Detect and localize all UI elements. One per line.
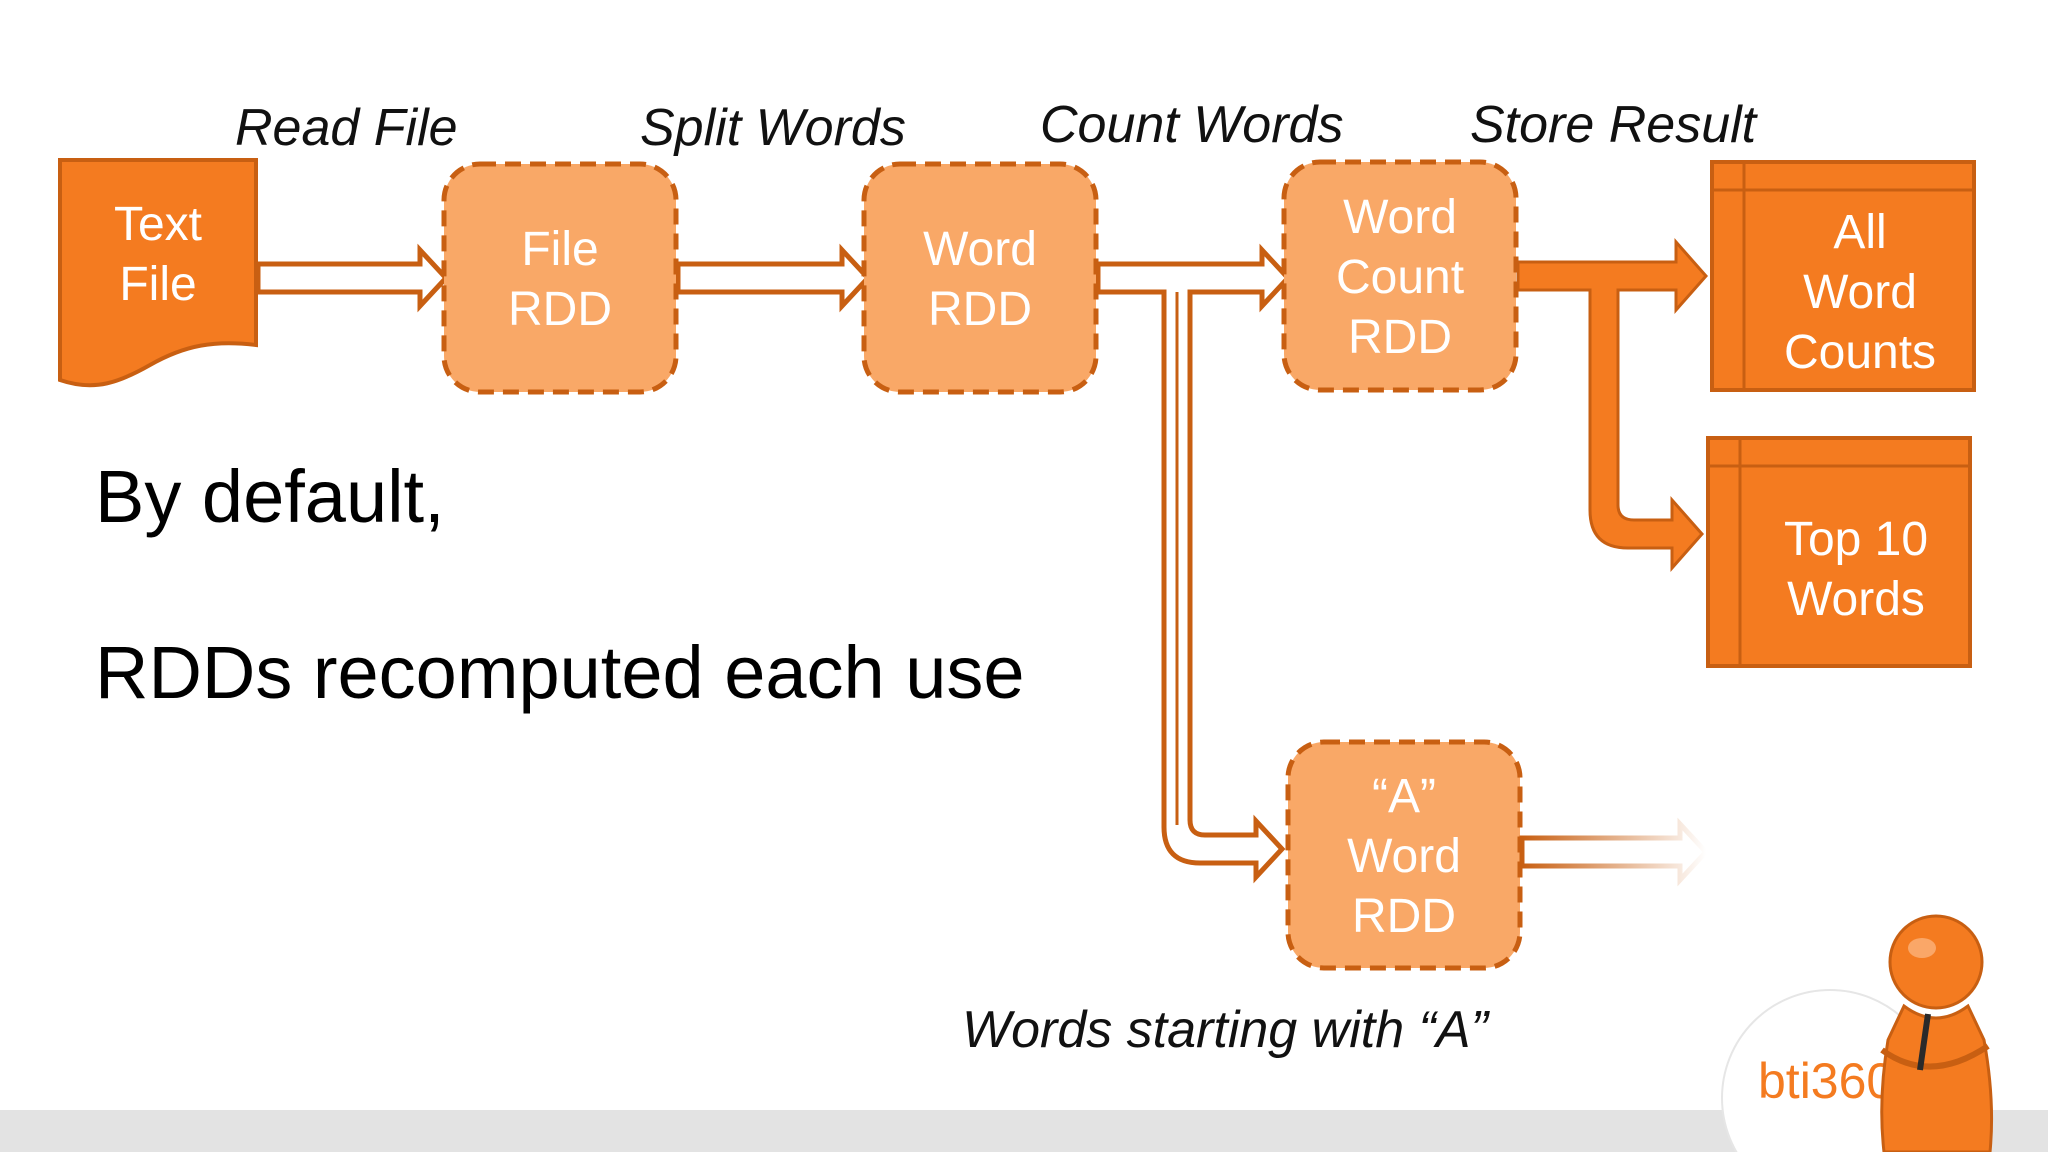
step-label-store-result: Store Result: [1470, 96, 1759, 154]
note-line-1: By default,: [95, 455, 445, 538]
node-word-count-rdd: Word Count RDD: [1281, 159, 1519, 393]
text-file-line-1: Text: [114, 198, 202, 251]
footnote-words-starting-with-a: Words starting with “A”: [962, 1001, 1491, 1059]
node-top-10-words: Top 10 Words: [1706, 436, 1972, 668]
step-label-count-words: Count Words: [1040, 96, 1343, 154]
top-10-words-line-2: Words: [1787, 573, 1925, 626]
node-word-rdd: Word RDD: [861, 161, 1099, 395]
arrow-file-rdd-to-word-rdd: [675, 243, 872, 313]
node-file-rdd: File RDD: [441, 161, 679, 395]
arrow-a-word-rdd-fade: [1519, 817, 1710, 887]
word-rdd-line-2: RDD: [928, 283, 1032, 336]
step-label-split-words: Split Words: [640, 99, 906, 157]
file-rdd-line-1: File: [521, 223, 598, 276]
a-word-rdd-line-2: Word: [1347, 830, 1461, 883]
node-all-word-counts: All Word Counts: [1710, 160, 1976, 392]
footer-bar: [0, 1110, 2048, 1152]
node-a-word-rdd: “A” Word RDD: [1285, 739, 1523, 971]
text-file-line-2: File: [119, 258, 196, 311]
word-rdd-line-1: Word: [923, 223, 1037, 276]
all-word-counts-line-1: All: [1833, 206, 1886, 259]
mascot-figure: [1880, 914, 1994, 1152]
top-10-words-line-1: Top 10: [1784, 513, 1928, 566]
a-word-rdd-line-1: “A”: [1372, 770, 1436, 823]
all-word-counts-line-2: Word: [1803, 266, 1917, 319]
arrow-count-rdd-to-outputs: [1516, 238, 1709, 572]
all-word-counts-line-3: Counts: [1784, 326, 1936, 379]
file-rdd-line-2: RDD: [508, 283, 612, 336]
note-line-2: RDDs recomputed each use: [95, 631, 1025, 714]
logo-text: bti360: [1758, 1053, 1894, 1109]
word-count-rdd-line-1: Word: [1343, 191, 1457, 244]
a-word-rdd-line-3: RDD: [1352, 890, 1456, 943]
arrow-word-rdd-to-count-rdd: [1095, 243, 1292, 884]
arrow-text-to-file-rdd: [255, 243, 450, 313]
node-text-file: Text File: [58, 158, 258, 388]
word-count-rdd-line-2: Count: [1336, 251, 1464, 304]
word-count-rdd-line-3: RDD: [1348, 311, 1452, 364]
step-label-read-file: Read File: [235, 99, 458, 157]
